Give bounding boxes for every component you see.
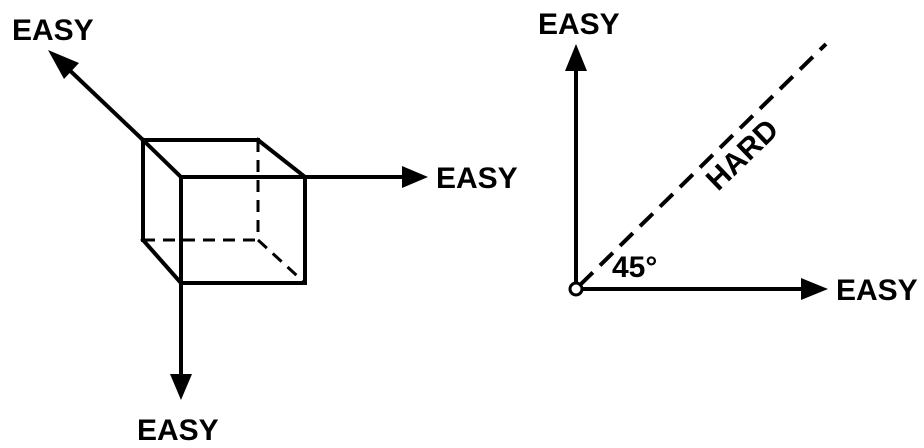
label-easy-right: EASY (436, 162, 518, 195)
easy-axis-diagonal (60, 61, 145, 142)
hard-axis-diagonal (578, 42, 828, 287)
easy-axis-vertical-arrowhead (170, 374, 192, 400)
label-easy-horizontal: EASY (836, 274, 918, 307)
label-easy-top-left: EASY (12, 14, 94, 47)
label-easy-bottom: EASY (137, 414, 219, 447)
label-easy-vertical: EASY (538, 8, 620, 41)
easy-hard-axes-panel: EASY EASY HARD 45° (538, 8, 918, 307)
origin-point (568, 281, 584, 297)
easy-axis-right-arrowhead (801, 278, 828, 300)
cube-connect-top-right (255, 137, 308, 180)
easy-axis-up-arrowhead (565, 44, 587, 71)
label-angle-45: 45° (612, 251, 657, 284)
cube-connect-bottom-right (256, 238, 307, 285)
easy-axis-diagonal-arrowhead (48, 50, 79, 79)
easy-axis-horizontal-arrowhead (402, 166, 428, 188)
cube-connect-top-left (140, 137, 184, 180)
cube-connect-bottom-left (140, 237, 184, 286)
cube-axes-panel: EASY EASY EASY (12, 14, 518, 447)
